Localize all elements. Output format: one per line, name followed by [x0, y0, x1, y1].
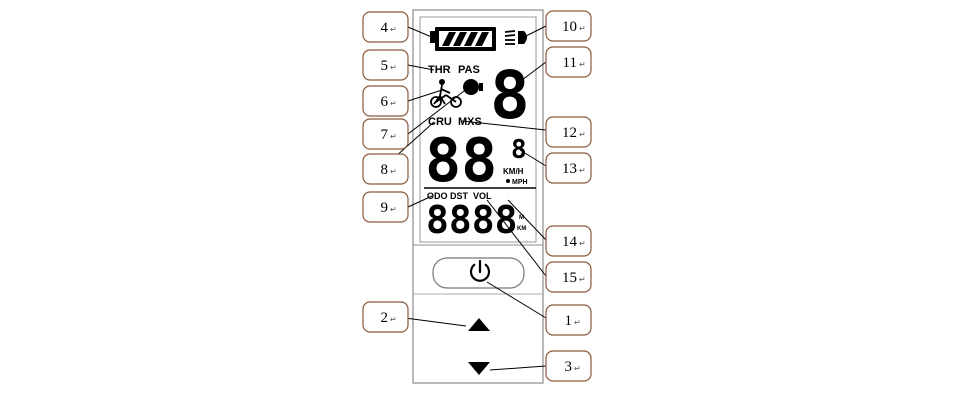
down-button[interactable]: [468, 362, 490, 375]
unit-m: M: [519, 215, 524, 221]
odo-label: ODO: [427, 191, 448, 201]
pas-label: PAS: [458, 64, 480, 76]
assist-level-digit: 8: [490, 57, 530, 134]
callout-1: 1 ↵: [545, 304, 592, 336]
svg-text:↵: ↵: [574, 318, 581, 327]
mph-dot-icon: [506, 179, 510, 183]
cruise-label: CRU: [428, 116, 452, 128]
callout-14: 14 ↵: [545, 225, 592, 257]
svg-text:↵: ↵: [579, 275, 586, 284]
speed-digits: 88: [425, 126, 497, 196]
svg-text:↵: ↵: [390, 167, 397, 176]
unit-kmh: KM/H: [503, 167, 524, 176]
svg-text:15: 15: [562, 270, 577, 286]
callout-9: 9 ↵: [362, 191, 409, 223]
thr-label: THR: [428, 64, 451, 76]
dst-label: DST: [450, 191, 469, 201]
svg-text:5: 5: [381, 58, 389, 74]
svg-text:↵: ↵: [579, 166, 586, 175]
svg-text:↵: ↵: [579, 60, 586, 69]
power-button[interactable]: [432, 257, 525, 289]
svg-text:9: 9: [381, 200, 389, 216]
svg-text:↵: ↵: [390, 205, 397, 214]
svg-text:12: 12: [562, 125, 577, 141]
callout-15: 15 ↵: [545, 261, 592, 293]
callout-3: 3 ↵: [545, 350, 592, 382]
svg-text:14: 14: [562, 234, 578, 250]
svg-text:8: 8: [381, 162, 389, 178]
vol-label: VOL: [473, 191, 492, 201]
callout-8: 8 ↵: [362, 153, 409, 185]
svg-text:↵: ↵: [579, 24, 586, 33]
svg-text:↵: ↵: [390, 63, 397, 72]
svg-text:13: 13: [562, 161, 577, 177]
lcd-window: [419, 16, 537, 243]
headlight-icon: [504, 30, 527, 45]
callout-5: 5 ↵: [362, 49, 409, 81]
callout-7: 7 ↵: [362, 118, 409, 150]
svg-text:11: 11: [563, 55, 577, 71]
battery-icon: [430, 27, 496, 51]
svg-text:7: 7: [381, 127, 389, 143]
unit-km: KM: [517, 226, 526, 232]
callout-4: 4 ↵: [362, 11, 409, 43]
unit-mph: MPH: [512, 179, 528, 186]
callout-10: 10 ↵: [545, 10, 592, 42]
callout-6: 6 ↵: [362, 85, 409, 117]
svg-text:6: 6: [381, 94, 389, 110]
svg-text:10: 10: [562, 19, 577, 35]
svg-text:↵: ↵: [390, 315, 397, 324]
leader-lines: [393, 25, 547, 371]
svg-text:4: 4: [381, 20, 389, 36]
callout-13: 13 ↵: [545, 152, 592, 184]
callout-2: 2 ↵: [362, 301, 409, 333]
svg-text:1: 1: [565, 313, 573, 329]
svg-text:3: 3: [565, 359, 573, 375]
svg-text:↵: ↵: [390, 99, 397, 108]
svg-text:↵: ↵: [390, 25, 397, 34]
distance-digits: 8888: [426, 198, 518, 242]
callout-12: 12 ↵: [545, 116, 592, 148]
svg-text:↵: ↵: [579, 239, 586, 248]
up-button[interactable]: [468, 318, 490, 331]
svg-text:↵: ↵: [574, 364, 581, 373]
svg-text:2: 2: [381, 310, 389, 326]
svg-text:↵: ↵: [390, 132, 397, 141]
speed-decimal-digit: 8: [511, 135, 527, 165]
svg-text:↵: ↵: [579, 130, 586, 139]
motor-icon: [463, 79, 483, 95]
power-icon: [469, 259, 491, 282]
callout-11: 11 ↵: [545, 46, 592, 78]
